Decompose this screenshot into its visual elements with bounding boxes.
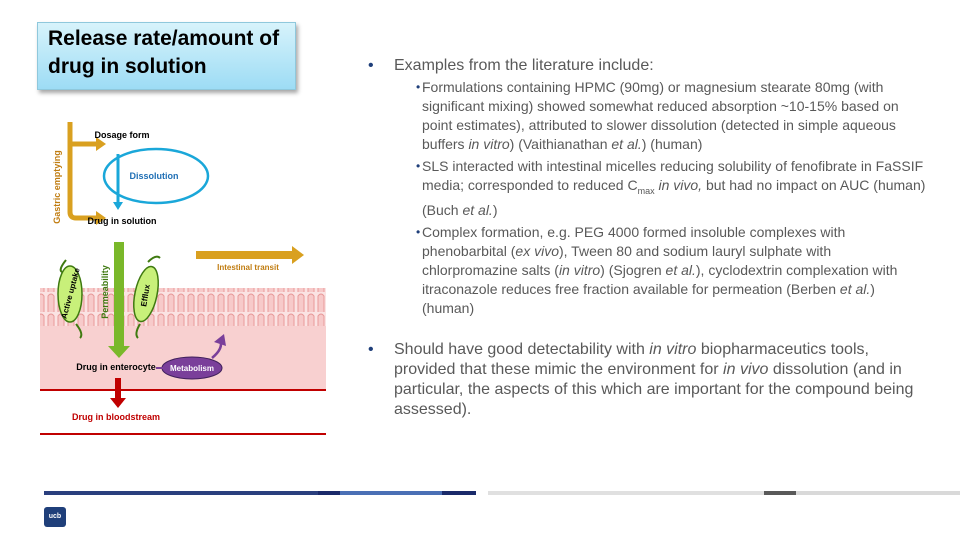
drug-in-solution-label: Drug in solution — [88, 216, 157, 226]
footer-line-grey-2 — [796, 491, 960, 495]
bullet-1: Examples from the literature include: Fo… — [368, 56, 928, 318]
dosage-form-label: Dosage form — [94, 130, 149, 140]
slide-title: Release rate/amount of drug in solution — [37, 22, 296, 90]
bullet-2: Should have good detectability with in v… — [368, 340, 928, 420]
bloodstream-arrow — [110, 378, 126, 408]
dissolution-ellipse — [102, 147, 210, 205]
active-uptake-transporter — [57, 259, 83, 339]
permeability-label: Permeability — [100, 265, 110, 319]
gastric-emptying-label: Gastric emptying — [52, 150, 62, 224]
slide-content: Examples from the literature include: Fo… — [368, 56, 928, 420]
footer-line-grey-1 — [488, 491, 764, 495]
intestinal-transit-arrow — [196, 246, 304, 264]
ucb-logo: ucb — [44, 507, 66, 527]
permeability-arrow — [108, 242, 130, 358]
footer-line-blue — [340, 491, 442, 495]
absorption-diagram: Gastric emptying Dosage form Dissolution… — [40, 122, 326, 435]
footer-line-navy-2 — [318, 491, 340, 495]
dissolution-arrow — [113, 154, 123, 210]
efflux-label: Efflux — [139, 283, 152, 307]
metabolism-label: Metabolism — [170, 364, 214, 373]
footer-line-navy-3 — [442, 491, 476, 495]
intestinal-transit-label: Intestinal transit — [217, 263, 279, 272]
drug-in-bloodstream-label: Drug in bloodstream — [72, 412, 160, 422]
dissolution-label: Dissolution — [130, 171, 179, 181]
sub-bullet-3: Complex formation, e.g. PEG 4000 formed … — [394, 223, 928, 318]
drug-in-enterocyte-label: Drug in enterocyte — [76, 362, 156, 372]
efflux-transporter — [133, 255, 161, 339]
sub-bullet-list: Formulations containing HPMC (90mg) or m… — [394, 78, 928, 318]
sub-bullet-1: Formulations containing HPMC (90mg) or m… — [394, 78, 928, 154]
gastric-emptying-arrow — [67, 122, 106, 225]
footer-line-navy-1 — [44, 491, 318, 495]
footer-line-darkgrey — [764, 491, 796, 495]
bullet-1-text: Examples from the literature include: — [394, 57, 654, 74]
metabolism-enzyme — [156, 334, 226, 380]
sub-bullet-2: SLS interacted with intestinal micelles … — [394, 157, 928, 220]
